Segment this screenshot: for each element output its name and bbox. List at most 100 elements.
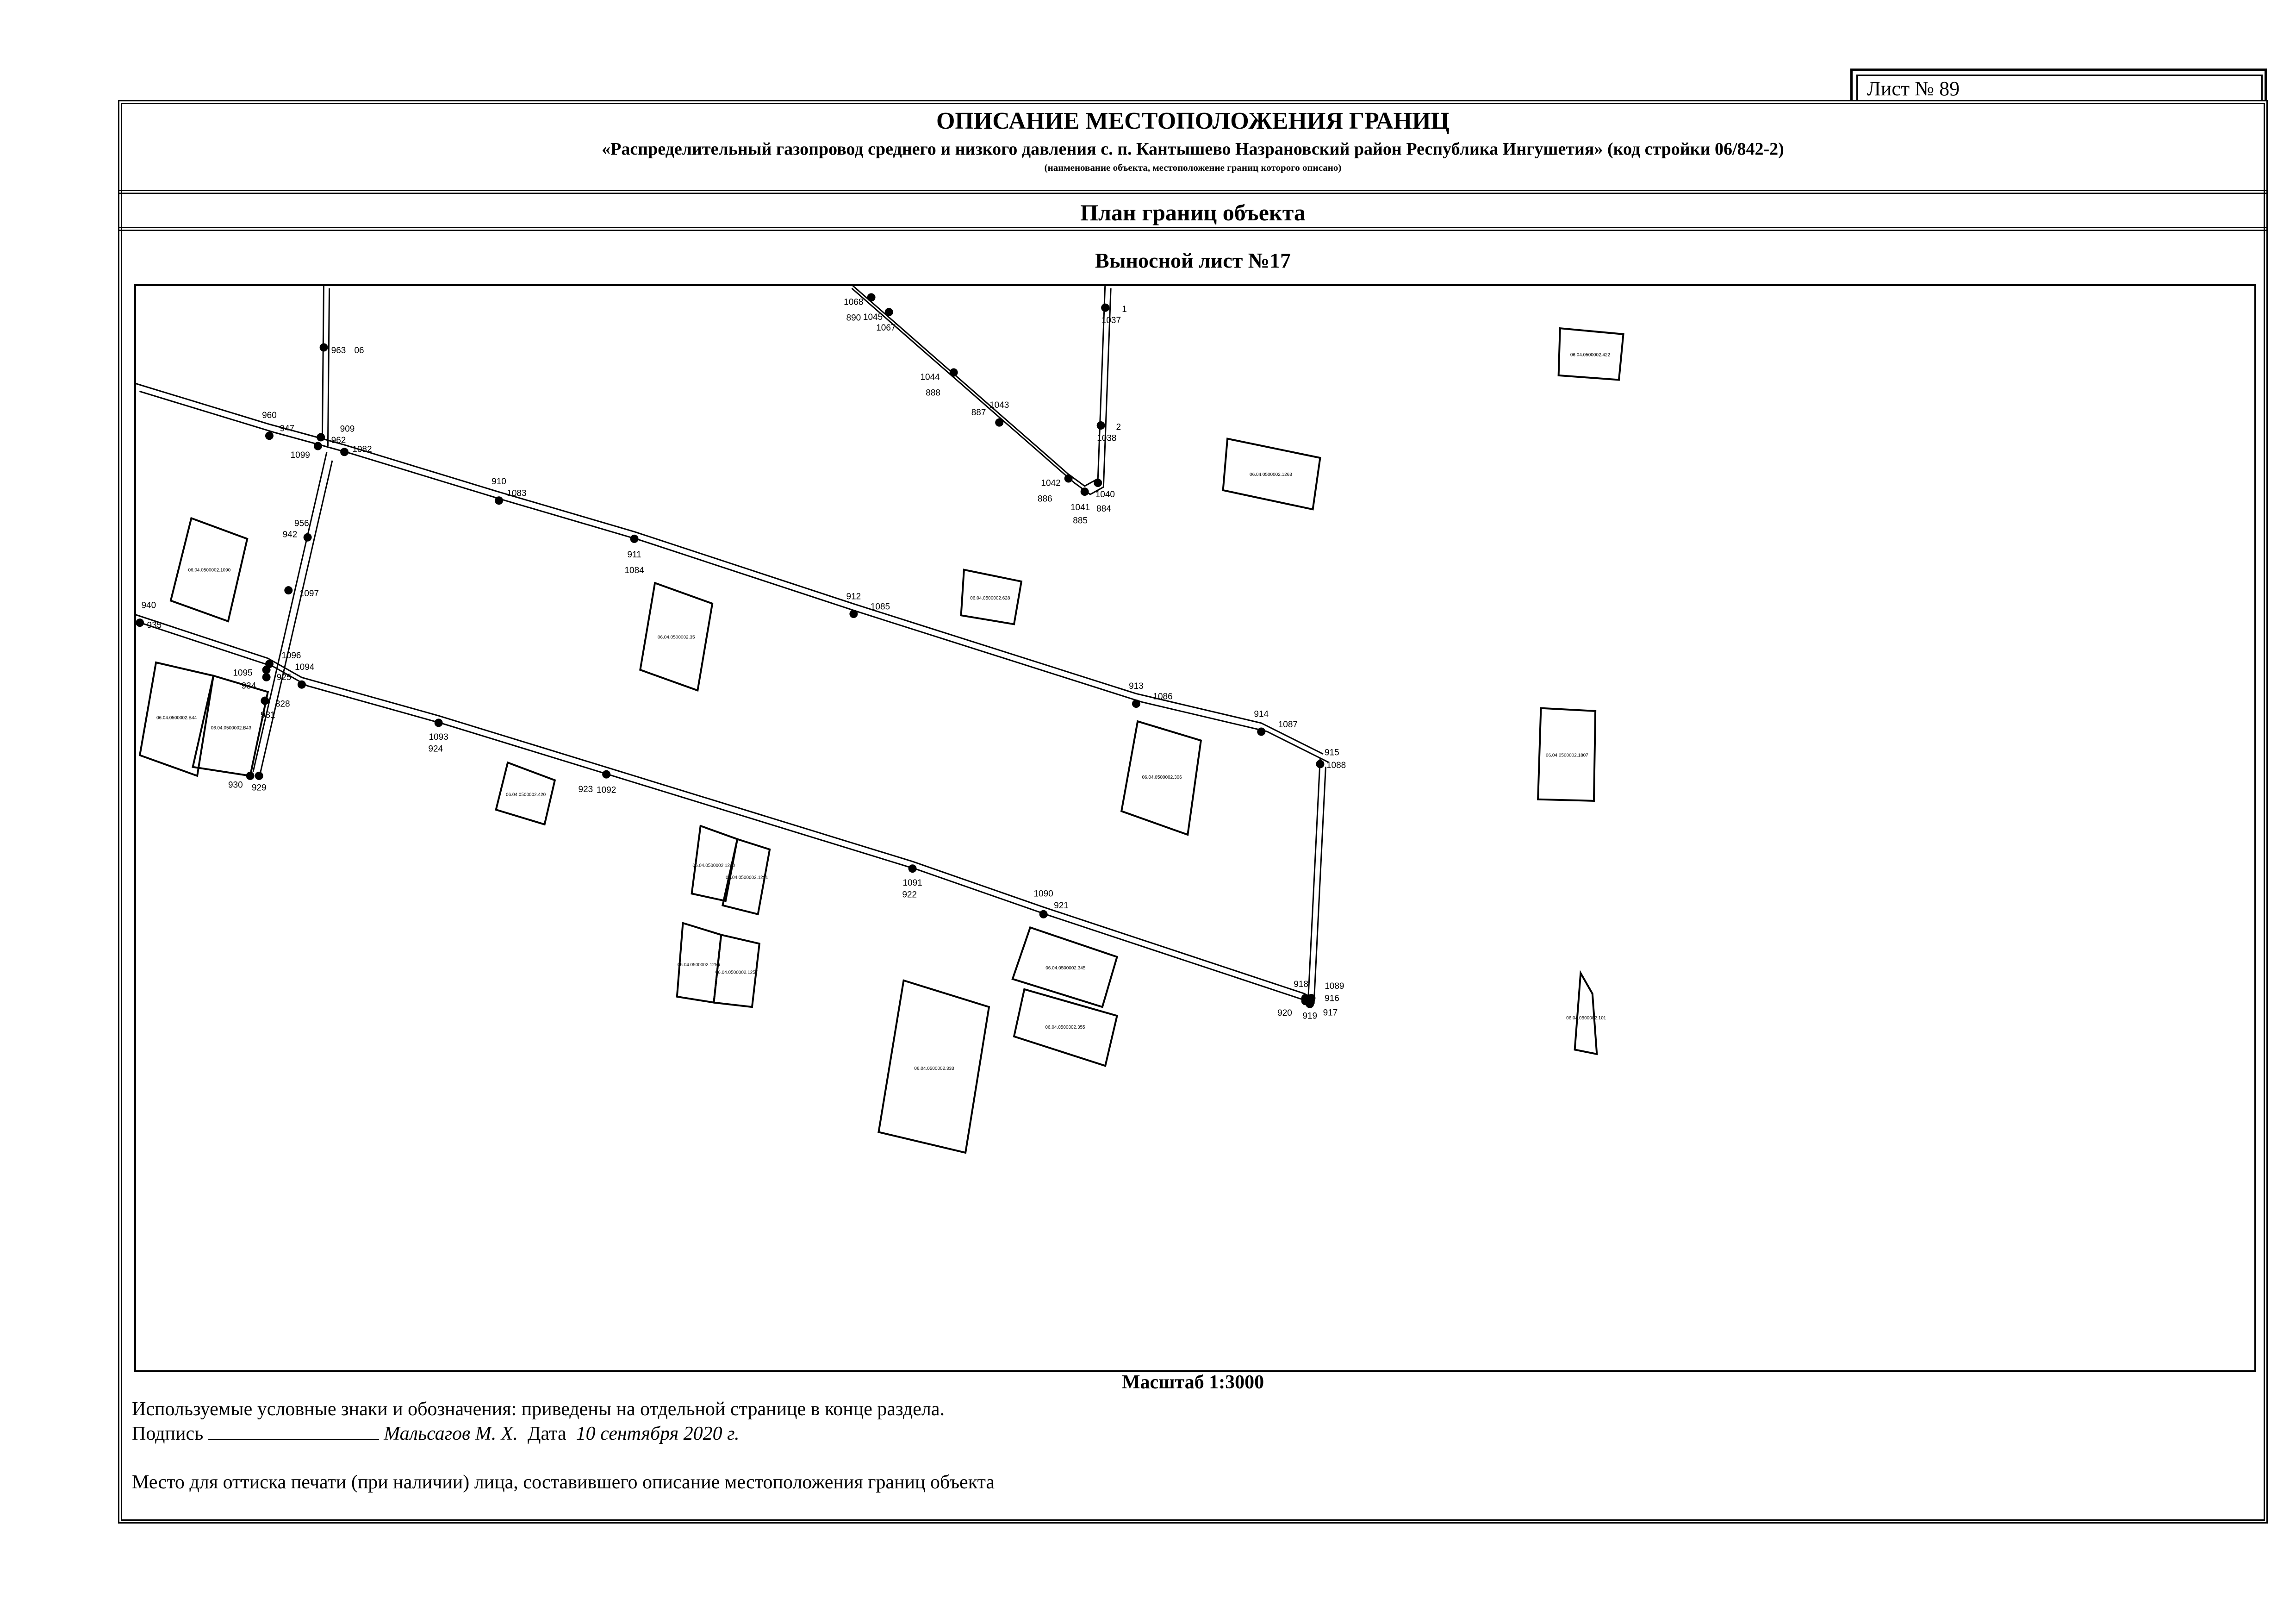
parcel-cadastral-number: 06.04.0500002.628 — [970, 596, 1010, 601]
pipeline-corridor-edge — [327, 288, 330, 446]
survey-point-label: 1041 — [1070, 503, 1090, 512]
parcel-cadastral-number: 06.04.0500002.1291 — [726, 875, 768, 880]
survey-point-marker — [849, 610, 858, 618]
survey-point-marker — [1039, 910, 1048, 918]
parcel-cadastral-number: 06.04.0500002.422 — [1570, 353, 1611, 358]
survey-point-marker — [1080, 487, 1089, 496]
survey-point-label: 934 — [242, 681, 256, 691]
survey-point-label: 1082 — [352, 444, 372, 454]
pipeline-corridor-edge — [136, 383, 1324, 755]
survey-point-label: 1044 — [920, 372, 940, 382]
survey-point-label: 924 — [428, 744, 443, 754]
survey-point-label: 1089 — [1325, 981, 1344, 991]
parcel-boundary — [1574, 970, 1598, 1056]
legend-note: Используемые условные знаки и обозначени… — [132, 1399, 945, 1420]
survey-point-marker — [867, 293, 876, 302]
parcel-boundary — [1222, 437, 1321, 511]
survey-point-marker — [1096, 421, 1105, 430]
survey-point-marker — [1304, 997, 1313, 1006]
survey-point-marker — [303, 533, 312, 542]
survey-point-label: 886 — [1038, 494, 1052, 504]
survey-point-marker — [908, 864, 917, 873]
divider — [119, 227, 2267, 231]
survey-point-label: 931 — [261, 710, 275, 720]
survey-point-label: 06 — [354, 346, 364, 356]
survey-point-marker — [246, 771, 255, 780]
parcel-boundary — [1537, 707, 1597, 802]
parcel-cadastral-number: 06.04.0500002.1807 — [1546, 753, 1588, 758]
section-title: План границ объекта — [1080, 200, 1306, 225]
survey-point-label: 1090 — [1033, 889, 1053, 899]
survey-point-marker — [317, 433, 325, 442]
map-scale: Масштаб 1:3000 — [1121, 1372, 1264, 1393]
survey-point-label: 910 — [492, 477, 506, 487]
survey-point-label: 929 — [252, 783, 267, 793]
survey-point-label: 884 — [1096, 504, 1111, 514]
parcel-boundary — [639, 581, 714, 692]
survey-point-label: 930 — [228, 780, 243, 790]
map-drawing: 06.04.0500002.109006.04.0500002.3506.04.… — [136, 286, 1624, 1154]
parcel-boundary — [1011, 926, 1119, 1008]
parcel-boundary — [495, 761, 556, 826]
survey-point-label: 885 — [1073, 516, 1088, 526]
survey-point-label: 1093 — [429, 732, 448, 742]
survey-point-label: 1095 — [233, 668, 252, 678]
survey-point-label: 916 — [1325, 993, 1339, 1003]
survey-point-label: 935 — [147, 620, 162, 630]
survey-point-label: 919 — [1302, 1012, 1317, 1021]
survey-point-marker — [995, 418, 1004, 427]
stamp-note: Место для оттиска печати (при наличии) л… — [132, 1472, 995, 1493]
parcel-cadastral-number: 06.04.0500002.1257 — [716, 970, 758, 975]
parcel-boundary — [1557, 327, 1624, 381]
survey-point-marker — [136, 618, 144, 627]
survey-point-label: 925 — [277, 673, 292, 682]
survey-point-marker — [1101, 303, 1110, 312]
parcel-cadastral-number: 06.04.0500002.1256 — [678, 962, 720, 968]
pipeline-corridor-edge — [321, 286, 324, 438]
signer-name: Мальсагов М. Х. — [384, 1423, 518, 1444]
survey-point-label: 911 — [627, 550, 641, 560]
survey-point-marker — [1132, 700, 1140, 708]
survey-point-marker — [949, 368, 958, 377]
pipeline-corridor-edge — [851, 287, 1112, 495]
survey-point-marker — [434, 718, 443, 727]
survey-point-label: 962 — [331, 436, 346, 445]
survey-point-label: 1097 — [299, 589, 319, 599]
survey-point-label: 917 — [1323, 1008, 1338, 1018]
survey-point-label: 1042 — [1041, 478, 1060, 488]
survey-point-label: 940 — [141, 600, 156, 610]
survey-point-marker — [340, 448, 349, 456]
survey-point-marker — [313, 442, 322, 450]
survey-point-marker — [1064, 474, 1073, 483]
date-label: Дата — [527, 1423, 566, 1444]
survey-point-label: 1 — [1122, 305, 1127, 314]
parcel-cadastral-number: 06.04.0500002.1290 — [692, 863, 735, 868]
object-name: «Распределительный газопровод среднего и… — [602, 139, 1784, 159]
survey-point-marker — [1316, 760, 1325, 768]
parcel-boundary — [1120, 720, 1202, 836]
parcel-boundary — [877, 979, 990, 1154]
survey-point-label: 922 — [902, 890, 917, 899]
survey-point-label: 923 — [579, 785, 593, 794]
pipeline-corridor-edge — [258, 460, 333, 781]
parcel-boundary — [960, 568, 1023, 625]
survey-point-label: 890 — [846, 313, 861, 323]
parcel-cadastral-number: 06.04.0500002.420 — [506, 793, 546, 798]
document-frame — [118, 100, 2268, 1524]
survey-point-label: 1085 — [871, 602, 890, 612]
survey-point-marker — [602, 770, 611, 779]
survey-point-label: 1094 — [295, 662, 315, 672]
parcel-boundary — [169, 517, 249, 623]
parcel-boundary — [722, 838, 771, 916]
divider — [119, 190, 2267, 194]
survey-point-marker — [255, 771, 263, 780]
survey-point-label: 918 — [1294, 980, 1308, 989]
signature-field — [208, 1425, 380, 1440]
survey-point-label: 921 — [1054, 901, 1069, 911]
survey-point-marker — [884, 308, 893, 317]
pipeline-corridor-edge — [852, 286, 1106, 487]
survey-point-label: 1038 — [1097, 434, 1116, 443]
survey-point-label: 1068 — [844, 297, 863, 307]
survey-point-marker — [284, 586, 293, 595]
